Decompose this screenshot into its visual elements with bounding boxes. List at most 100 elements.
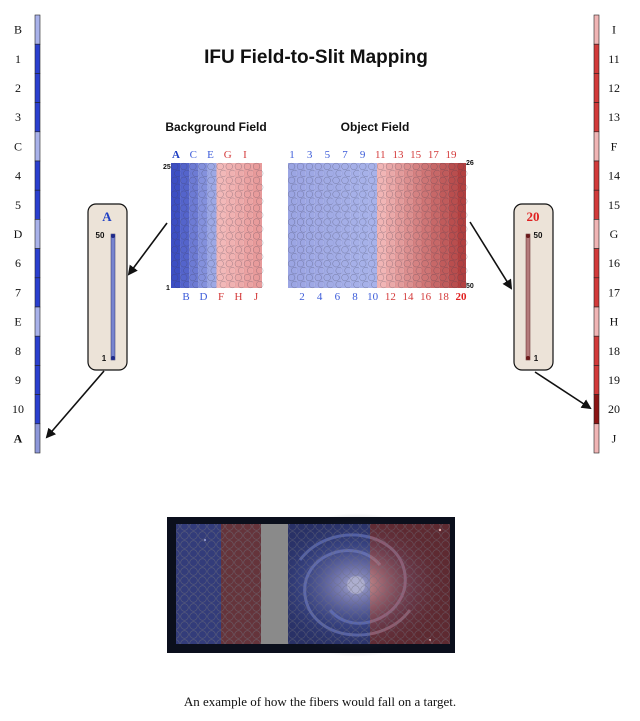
- object-field-grid: [287, 162, 468, 289]
- slit-segment-7: [34, 277, 41, 308]
- fiber-column: [368, 162, 379, 289]
- fiber-column: [421, 162, 432, 289]
- slit-segment-16: [593, 248, 600, 279]
- slit-label-11: 11: [608, 52, 620, 66]
- slit-label-1: 1: [15, 52, 21, 66]
- slit-segment-A: [34, 423, 41, 454]
- slit-label-C: C: [14, 139, 22, 153]
- object-field-label: Object Field: [341, 120, 410, 134]
- diagram-title: IFU Field-to-Slit Mapping: [204, 47, 428, 68]
- obj-bottom-label-8: 8: [352, 291, 358, 303]
- slit-segment-11: [593, 43, 600, 74]
- fiber-column: [180, 162, 191, 289]
- slit-segment-10: [34, 394, 41, 425]
- obj-bottom-label-20: 20: [456, 291, 468, 303]
- slit-label-15: 15: [608, 198, 620, 212]
- obj-bottom-label-10: 10: [367, 291, 379, 303]
- left-inset-fiber-strip: [110, 233, 116, 361]
- slit-label-3: 3: [15, 110, 21, 124]
- slit-label-I: I: [612, 23, 616, 37]
- slit-label-F: F: [611, 139, 618, 153]
- slit-label-12: 12: [608, 81, 620, 95]
- bg-bottom-label-J: J: [254, 291, 259, 303]
- slit-label-16: 16: [608, 256, 620, 270]
- slit-segment-13: [593, 102, 600, 133]
- slit-segment-2: [34, 73, 41, 103]
- left-inset-label: A: [102, 209, 112, 224]
- fiber-column: [350, 162, 361, 289]
- bg-bottom-label-D: D: [200, 291, 208, 303]
- fiber-column: [198, 162, 209, 289]
- slit-label-E: E: [14, 315, 21, 329]
- slit-segment-F: [593, 131, 600, 162]
- slit-label-D: D: [14, 227, 23, 241]
- slit-segment-18: [593, 335, 600, 366]
- right-inset-fiber-top: [526, 234, 530, 238]
- fiber-column: [412, 162, 423, 289]
- slit-label-G: G: [610, 227, 619, 241]
- fiber-column: [376, 162, 388, 289]
- bg-bottom-label-H: H: [235, 291, 243, 303]
- obj-top-label-5: 5: [325, 149, 331, 161]
- bg-top-label-A: A: [172, 149, 180, 161]
- slit-segment-6: [34, 248, 41, 279]
- slit-segment-4: [34, 160, 41, 191]
- fiber-column: [323, 162, 334, 289]
- right-inset-fiber-strip: [525, 233, 531, 361]
- fiber-column: [287, 162, 299, 289]
- fiber-column: [448, 162, 459, 289]
- slit-label-6: 6: [15, 256, 21, 270]
- right-inset: 20 50 1: [513, 203, 554, 371]
- obj-bottom-label-2: 2: [299, 291, 305, 303]
- slit-label-9: 9: [15, 373, 21, 387]
- fiber-column: [305, 162, 317, 289]
- object-corner-bottom: 50: [466, 283, 474, 290]
- left-inset-bottom-number: 1: [102, 354, 107, 363]
- background-field-grid: [171, 162, 264, 289]
- left-inset-top-number: 50: [96, 231, 105, 240]
- fiber-column: [207, 162, 218, 289]
- obj-top-label-19: 19: [446, 149, 458, 161]
- obj-bottom-label-16: 16: [420, 291, 432, 303]
- slit-label-4: 4: [15, 169, 21, 183]
- obj-top-label-3: 3: [307, 149, 313, 161]
- arrow-field-to-left-inset: [127, 222, 168, 276]
- slit-segment-17: [593, 277, 600, 308]
- bg-top-label-G: G: [224, 149, 232, 161]
- fiber-column: [216, 162, 227, 289]
- left-slit: [34, 14, 41, 454]
- obj-bottom-label-4: 4: [317, 291, 323, 303]
- object-corner-top: 26: [466, 160, 474, 167]
- slit-segment-D: [34, 219, 41, 249]
- background-corner-bottom: 1: [166, 285, 170, 292]
- slit-segment-9: [34, 365, 41, 395]
- slit-label-J: J: [612, 431, 617, 445]
- fiber-column: [457, 162, 468, 289]
- bg-bottom-label-B: B: [182, 291, 189, 303]
- left-inset: A 50 1: [87, 203, 128, 371]
- bg-bottom-label-F: F: [218, 291, 224, 303]
- slit-segment-12: [593, 73, 600, 103]
- fiber-column: [171, 162, 182, 289]
- slit-label-14: 14: [608, 169, 620, 183]
- right-inset-label: 20: [527, 209, 540, 224]
- slit-label-B: B: [14, 23, 22, 37]
- slit-segment-E: [34, 306, 41, 337]
- slit-label-5: 5: [15, 198, 21, 212]
- fiber-column: [189, 162, 200, 289]
- obj-bottom-label-18: 18: [438, 291, 450, 303]
- fiber-column: [403, 162, 414, 289]
- obj-top-label-15: 15: [410, 149, 422, 161]
- bg-top-label-I: I: [243, 149, 247, 161]
- obj-top-label-9: 9: [360, 149, 366, 161]
- slit-segment-8: [34, 335, 41, 366]
- right-inset-top-number: 50: [534, 231, 543, 240]
- obj-top-label-17: 17: [428, 149, 440, 161]
- slit-label-18: 18: [608, 344, 620, 358]
- fiber-column: [439, 162, 450, 289]
- slit-label-10: 10: [12, 402, 24, 416]
